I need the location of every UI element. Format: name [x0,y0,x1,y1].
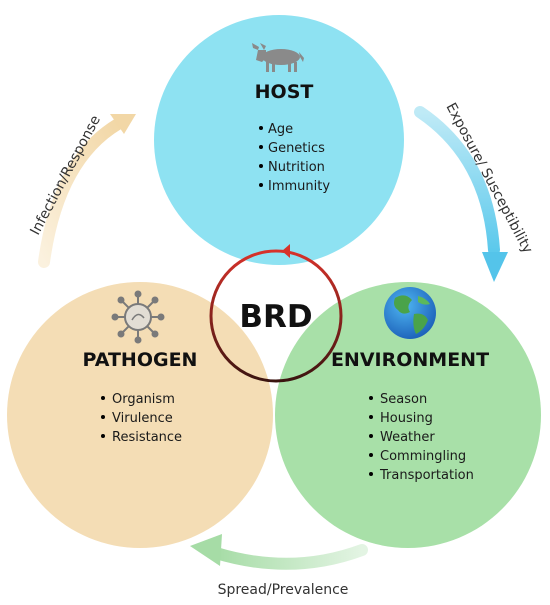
list-bullet [101,396,105,400]
list-bullet [369,396,373,400]
list-bullet [101,415,105,419]
pathogen-factor-list: Organism Virulence Resistance [101,392,182,445]
list-item: Virulence [112,411,173,426]
list-bullet [369,453,373,457]
exposure-susceptibility-arrow [414,106,508,282]
list-item: Resistance [112,430,182,445]
virus-icon [111,290,165,344]
list-item: Season [380,392,427,407]
brd-cycle-ring [209,249,343,383]
list-item: Organism [112,392,175,407]
list-item: Age [268,122,293,137]
brd-label: BRD [239,299,312,335]
environment-factor-list: Season Housing Weather Commingling Trans… [369,392,474,483]
host-factor-list: Age Genetics Nutrition Immunity [259,122,330,194]
environment-circle [275,282,541,548]
host-title: HOST [255,81,314,103]
environment-title: ENVIRONMENT [331,349,489,371]
pathogen-circle [7,282,273,548]
list-bullet [369,415,373,419]
host-circle [154,15,404,265]
list-bullet [259,164,263,168]
list-item: Nutrition [268,160,325,175]
brd-cycle-arrowhead [282,244,290,258]
infection-response-arrow [38,114,136,268]
list-item: Transportation [379,468,474,483]
list-item: Commingling [380,449,466,464]
list-item: Housing [380,411,433,426]
list-bullet [259,183,263,187]
list-bullet [259,145,263,149]
list-bullet [369,434,373,438]
infection-response-label: Infection/Response [27,113,104,238]
list-item: Immunity [268,179,330,194]
list-bullet [259,126,263,130]
list-item: Genetics [268,141,325,156]
spread-prevalence-label: Spread/Prevalence [218,582,349,598]
spread-prevalence-arrow [190,534,368,570]
list-bullet [101,434,105,438]
list-item: Weather [380,430,435,445]
globe-icon [384,287,436,339]
pathogen-title: PATHOGEN [83,349,198,371]
list-bullet [369,472,373,476]
bull-icon [252,43,304,72]
